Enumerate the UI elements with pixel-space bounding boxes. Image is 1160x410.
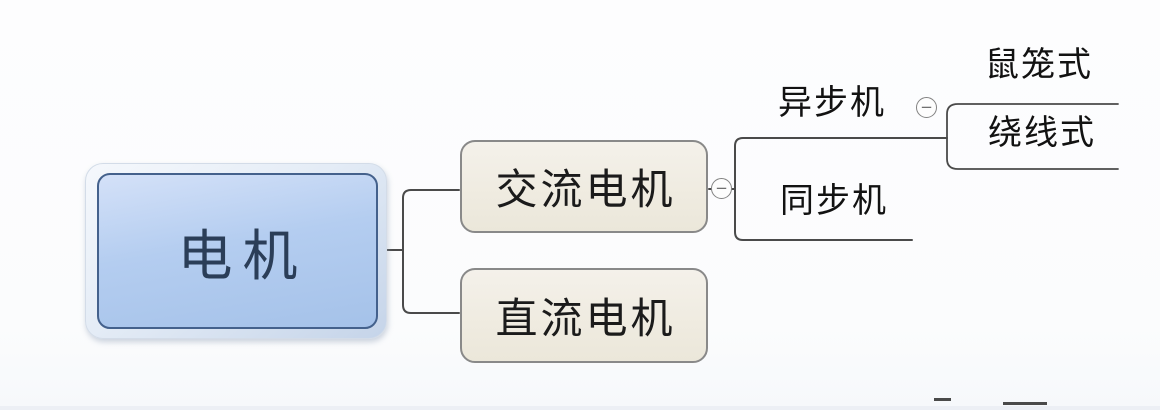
root-topic-label: 电机 (177, 226, 308, 287)
topic-ac-motor-label: 交流电机 (495, 168, 676, 214)
connector-async-to-children (946, 103, 1119, 170)
cropped-text-fragment (1003, 402, 1047, 405)
topic-ac-motor[interactable]: 交流电机 (460, 140, 708, 233)
collapse-button-async[interactable]: − (916, 97, 937, 118)
cropped-text-fragment (934, 398, 951, 401)
topic-wound-rotor[interactable]: 绕线式 (988, 115, 1096, 152)
topic-dc-motor[interactable]: 直流电机 (460, 268, 708, 363)
connector-root-to-branches (385, 189, 460, 314)
root-topic[interactable]: 电机 (85, 163, 387, 339)
minus-icon: − (920, 98, 933, 116)
topic-async-machine[interactable]: 异步机 (778, 85, 886, 122)
topic-sync-machine[interactable]: 同步机 (780, 183, 888, 220)
topic-squirrel-cage[interactable]: 鼠笼式 (985, 47, 1093, 84)
topic-dc-motor-label: 直流电机 (495, 297, 676, 343)
root-topic-inner: 电机 (97, 173, 378, 329)
collapse-button-ac[interactable]: − (711, 178, 732, 199)
minus-icon: − (715, 179, 728, 197)
bottom-edge-strip (0, 406, 1160, 410)
